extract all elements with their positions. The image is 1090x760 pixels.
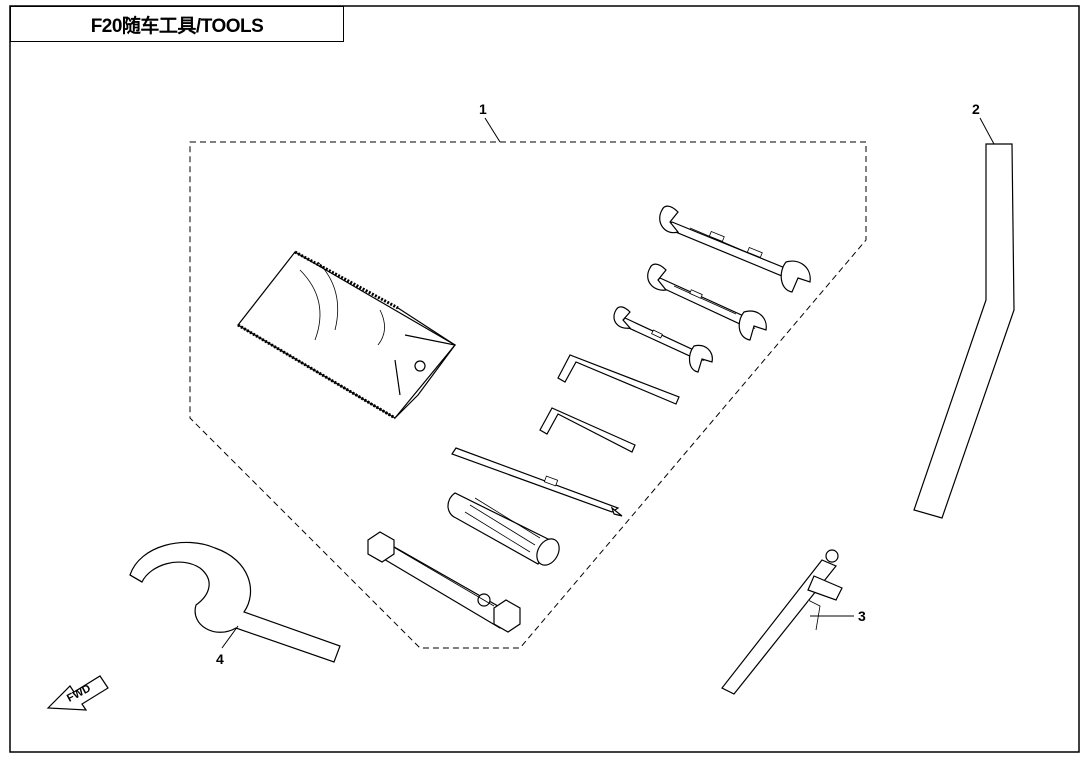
handle-bar — [913, 143, 1015, 519]
callout-2-number: 2 — [972, 101, 980, 117]
callout-3-number: 3 — [858, 608, 866, 624]
hex-key-small — [539, 407, 636, 453]
callout-4-number: 4 — [216, 651, 224, 667]
open-end-wrench-large — [659, 205, 811, 293]
drawing-frame — [9, 5, 1080, 753]
screwdriver-bit — [451, 447, 623, 517]
callout-1: 1 — [479, 101, 501, 143]
callout-4: 4 — [216, 625, 239, 667]
fwd-arrow-icon: FWD — [46, 675, 109, 711]
pressure-gauge — [721, 549, 843, 695]
tool-kit-boundary — [189, 141, 867, 649]
tool-pouch — [237, 250, 457, 420]
spark-plug-socket — [367, 531, 521, 633]
callout-1-number: 1 — [479, 101, 487, 117]
hook-spanner — [129, 541, 341, 663]
hex-key-large — [557, 354, 680, 405]
page-title: F20随车工具/TOOLS — [10, 6, 344, 42]
open-end-wrench-small — [613, 306, 713, 373]
screwdriver-handle — [447, 492, 560, 566]
open-end-wrench-medium — [647, 263, 767, 341]
callout-2: 2 — [972, 101, 995, 145]
callout-3: 3 — [810, 608, 866, 624]
